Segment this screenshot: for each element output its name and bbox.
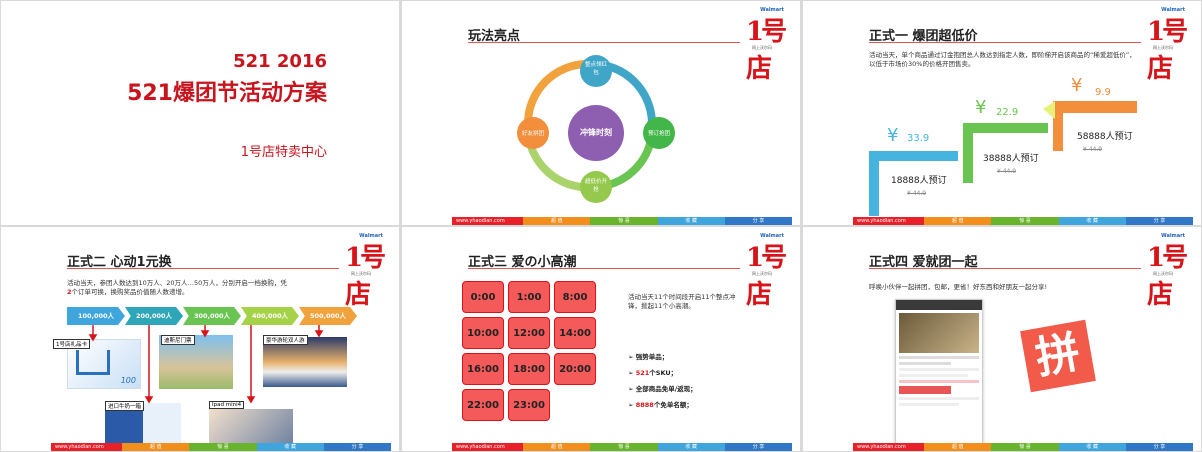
- node-top: 整点领红包: [584, 62, 607, 76]
- step1-orders: 18888人预订: [891, 176, 947, 186]
- time-slot: 23:00: [508, 389, 550, 421]
- time-slot: 10:00: [462, 317, 504, 349]
- time-slot: 16:00: [462, 353, 504, 385]
- prize-ipad-image: [209, 409, 293, 449]
- time-slot: 0:00: [462, 281, 504, 313]
- time-slot: 14:00: [554, 317, 596, 349]
- title-divider: [869, 42, 1141, 43]
- prize-disney-label: 迪斯尼门票: [161, 335, 195, 345]
- step3-price: 9.9: [1095, 87, 1111, 98]
- arrow-3: 300,000人: [183, 307, 241, 325]
- prize-ipad-label: Ipad mini4: [209, 401, 245, 409]
- node-left: 好友拼团: [521, 131, 544, 137]
- arrow-2: 200,000人: [125, 307, 183, 325]
- center-node: 冲锋时刻: [580, 128, 612, 137]
- time-slot: 1:00: [508, 281, 550, 313]
- step1-old-price: ¥ 44.9: [907, 190, 927, 197]
- threshold-arrows: 100,000人 200,000人 300,000人 400,000人 500,…: [67, 307, 357, 325]
- prize-cruise-image: [263, 337, 347, 387]
- title-divider: [67, 268, 339, 269]
- step1-price: 33.9: [907, 133, 930, 144]
- step2-price: 22.9: [996, 107, 1019, 118]
- time-slot: 22:00: [462, 389, 504, 421]
- slide-cover[interactable]: 521 2016 521爆团节活动方案 1号店特卖中心: [1, 1, 399, 225]
- slide-title: 玩法亮点: [468, 29, 521, 44]
- slide-title: 正式三 爱の小高潮: [468, 255, 577, 270]
- slide-description: 呼唤小伙伴一起拼团，包邮，更省！好东西和好朋友一起分享!: [869, 283, 1048, 291]
- step2-currency: ¥: [975, 97, 987, 118]
- title-divider: [869, 268, 1141, 269]
- time-grid: 0:00 1:00 8:00 10:00 12:00 14:00 16:00 1…: [462, 281, 596, 421]
- arrow-1: 100,000人: [67, 307, 125, 325]
- arrow-4: 400,000人: [241, 307, 299, 325]
- phone-screenshot: [895, 299, 983, 449]
- bullet-item: ➢ 强势单品；: [628, 353, 669, 361]
- prize-connectors: [88, 325, 324, 404]
- bullet-item: ➢ 全部商品免单/返现；: [628, 385, 697, 393]
- prize-gift-card-label: 1号店礼品卡: [53, 339, 90, 349]
- step2-orders: 38888人预订: [983, 154, 1039, 164]
- slide-title: 正式四 爱就团一起: [869, 255, 978, 270]
- time-slot: 12:00: [508, 317, 550, 349]
- step3-old-price: ¥ 44.9: [1083, 146, 1103, 153]
- title-divider: [468, 268, 740, 269]
- price-steps: [869, 101, 1137, 216]
- time-slot: 20:00: [554, 353, 596, 385]
- slide-title: 正式二 心动1元换: [67, 255, 172, 270]
- bullet-list: ➢ 强势单品； ➢ 521个SKU； ➢ 全部商品免单/返现； ➢ 8888个免…: [628, 349, 697, 413]
- card-denomination: 100: [120, 376, 136, 385]
- node-bottom: 超低价开抢: [584, 179, 607, 193]
- cycle-diagram: [517, 55, 675, 203]
- slide-description: 活动当天，单个商品通过订金抱团总人数达到指定人数，即阶梯开启该商品的“稀爱超低价…: [869, 51, 1136, 68]
- bullet-item: ➢ 8888个免单名额；: [628, 401, 693, 409]
- pin-stamp: 拼: [1020, 319, 1096, 393]
- hourly-description: 活动当天11个时间段开启11个整点冲锋，掀起11个小高潮。: [628, 293, 736, 310]
- title-divider: [468, 42, 740, 43]
- time-slot: 8:00: [554, 281, 596, 313]
- step2-old-price: ¥ 44.9: [997, 168, 1017, 175]
- time-slot: 18:00: [508, 353, 550, 385]
- prize-milk-label: 进口牛奶一箱: [105, 401, 145, 411]
- step3-orders: 58888人预订: [1077, 132, 1133, 142]
- step3-currency: ¥: [1071, 75, 1083, 96]
- cover-subtitle: 1号店特卖中心: [240, 145, 327, 160]
- cover-title: 521爆团节活动方案: [127, 81, 327, 106]
- arrow-5: 500,000人: [299, 307, 357, 325]
- node-right: 预订抢团: [647, 131, 670, 137]
- prize-cruise-label: 豪华游轮双人游: [263, 335, 308, 345]
- step1-currency: ¥: [887, 125, 899, 146]
- cover-year: 521 2016: [233, 51, 327, 72]
- bullet-item: ➢ 521个SKU；: [628, 369, 678, 377]
- slide-title: 正式一 爆团超低价: [869, 29, 978, 44]
